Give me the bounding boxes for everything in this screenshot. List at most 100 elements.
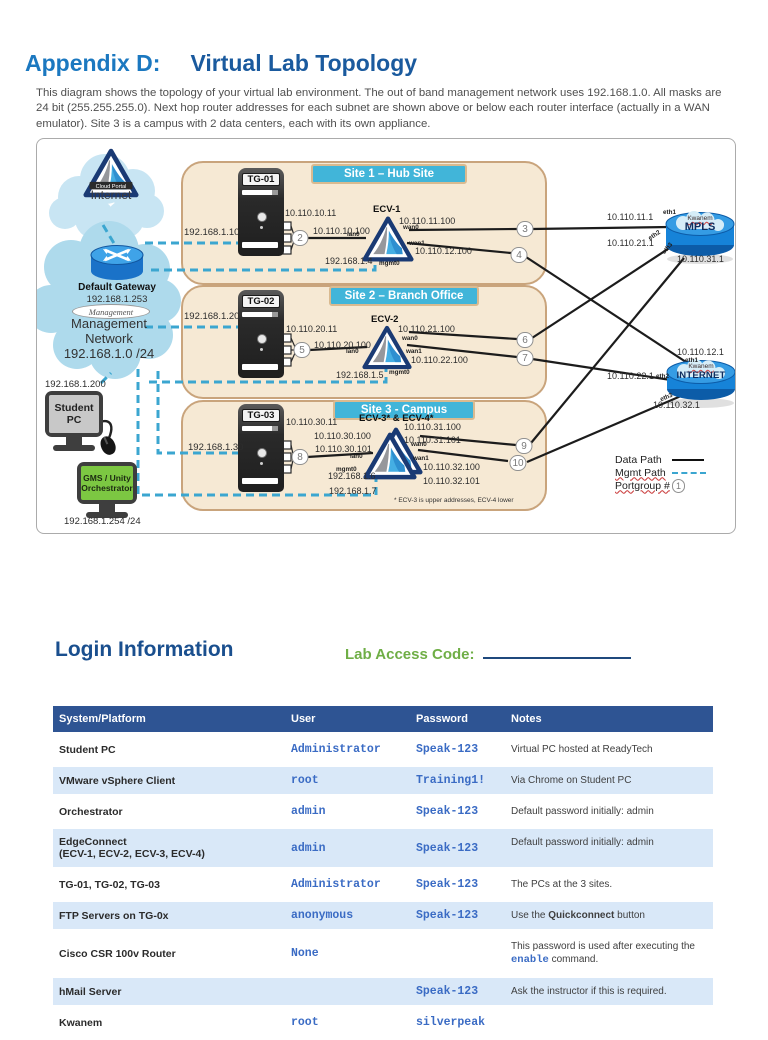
cell-notes — [505, 1009, 713, 1036]
cell-user: None — [291, 947, 319, 960]
cell-notes: This password is used after executing th… — [511, 941, 695, 966]
diagram-label: 192.168.1.6 — [328, 471, 376, 481]
management-oval-tag: Management — [72, 304, 150, 319]
data-path-line-sample — [672, 458, 704, 461]
site1-badge: Site 1 – Hub Site — [311, 164, 467, 184]
cell-user: root — [291, 1016, 319, 1029]
diagram-label: 192.168.1.200 — [45, 379, 106, 390]
diagram-label: 10.110.11.1 — [607, 212, 654, 222]
tg02-label: TG-02 — [242, 295, 280, 308]
diagram-label: 10.110.30.11 — [286, 417, 338, 427]
student-pc-label1: Student — [54, 402, 94, 414]
mpls-cloud: Kwanem MPLS — [667, 215, 733, 233]
table-row: EdgeConnect(ECV-1, ECV-2, ECV-3, ECV-4) a… — [53, 829, 713, 867]
diagram-label: 10.110.12.100 — [415, 246, 472, 256]
diagram-label: 192.168.1.5 — [336, 370, 384, 380]
drive-slot — [242, 426, 278, 431]
portgroup-circle-sample: 1 — [672, 478, 685, 493]
led-dot — [260, 226, 263, 229]
cell-notes: The PCs at the 3 sites. — [511, 879, 613, 890]
cell-system: Student PC — [59, 743, 116, 756]
portgroup-circle-3: 3 — [516, 221, 534, 237]
drive-slot — [242, 312, 278, 317]
portgroup-circle-6: 6 — [516, 332, 534, 348]
table-header-row: System/Platform User Password Notes — [53, 706, 713, 732]
diagram-label: 192.168.1.7 — [329, 486, 377, 496]
cell-password: Speak-123 — [416, 909, 479, 922]
diagram-label: 10.110.11.100 — [399, 216, 456, 226]
diagram-label: 10.110.20.11 — [286, 324, 338, 334]
legend-mgmt-path-label: Mgmt Path — [615, 466, 666, 479]
orchestrator-label2: Orchestrator — [81, 483, 133, 493]
power-led — [257, 212, 267, 222]
cell-password: Speak-123 — [416, 841, 479, 855]
cell-system: hMail Server — [59, 985, 122, 998]
cell-password: Speak-123 — [416, 743, 479, 756]
cell-user: admin — [291, 841, 326, 855]
cell-user: Administrator — [291, 743, 381, 756]
diagram-label: 192.168.1.30 — [188, 442, 244, 453]
cell-system: EdgeConnect(ECV-1, ECV-2, ECV-3, ECV-4) — [59, 836, 205, 860]
tg01-label: TG-01 — [242, 173, 280, 186]
led-dot — [260, 348, 263, 351]
intro-paragraph: This diagram shows the topology of your … — [36, 87, 722, 130]
cell-user: root — [291, 774, 319, 787]
diagram-label: 10.110.30.101 — [315, 444, 372, 454]
diagram-label: 10.110.30.100 — [314, 431, 371, 441]
cell-notes: Use the Quickconnect button — [511, 910, 645, 921]
portgroup-circle-9: 9 — [515, 438, 533, 454]
mgmt-path-line-sample — [672, 471, 706, 474]
monitor-stand — [66, 437, 82, 445]
student-pc-label2: PC — [66, 414, 82, 426]
diagram-label: wan1 — [413, 455, 429, 462]
cell-password: Speak-123 — [416, 985, 479, 998]
table-row: VMware vSphere Client root Training1! Via C… — [53, 767, 713, 794]
internet-wan-cloud: Kwanem INTERNET — [667, 363, 735, 381]
diagram-label: wan1 — [406, 348, 422, 355]
internet-label: INTERNET — [676, 370, 726, 381]
orchestrator: GMS / Unity Orchestrator — [77, 462, 137, 518]
login-section-heading: Login Information — [55, 638, 234, 661]
power-led — [257, 334, 267, 344]
site2-badge: Site 2 – Branch Office — [329, 286, 479, 306]
diagram-label: ECV-1 — [373, 204, 401, 215]
diagram-label: 192.168.1.10 — [184, 227, 240, 238]
lab-access-code-label: Lab Access Code: — [345, 646, 475, 663]
internet-brand: Kwanem — [688, 363, 714, 370]
title-main: Virtual Lab Topology — [190, 50, 418, 76]
col-header-notes: Notes — [511, 713, 542, 725]
diagram-label: eth2 — [656, 373, 669, 380]
cell-password: Training1! — [416, 774, 486, 787]
diagram-label: mgmt0 — [389, 369, 410, 376]
diagram-label: ECV-3* & ECV-4* — [359, 413, 434, 424]
table-row: Student PC Administrator Speak-123 Virtual … — [53, 736, 713, 763]
diagram-label: 192.168.1.4 — [325, 256, 373, 266]
mpls-brand: Kwanem — [687, 215, 713, 222]
cell-notes: Virtual PC hosted at ReadyTech — [511, 744, 653, 755]
portgroup-circle-10: 10 — [509, 455, 527, 471]
cloud-portal-label: Cloud Portal — [96, 184, 127, 190]
cell-password: Speak-123 — [416, 878, 479, 891]
cell-notes: Via Chrome on Student PC — [511, 775, 632, 786]
diagram-label: mgmt0 — [379, 260, 400, 267]
cell-password: silverpeak — [416, 1016, 486, 1029]
diagram-label: 10.110.32.101 — [423, 476, 480, 486]
diagram-label: 10.110.10.11 — [285, 208, 337, 218]
student-pc: Student PC — [45, 391, 103, 451]
diagram-label: 10.110.32.1 — [653, 400, 700, 410]
lab-access-code-blank[interactable] — [482, 644, 631, 659]
mpls-disk-shape — [665, 211, 735, 264]
diagram-label: 10.110.21.100 — [398, 324, 455, 334]
mpls-label: MPLS — [684, 221, 716, 233]
cell-notes: Default password initially: admin — [511, 806, 654, 817]
cell-system: VMware vSphere Client — [59, 774, 176, 787]
lab-access-code: Lab Access Code: — [345, 644, 631, 663]
portgroup-circle-8: 8 — [291, 449, 309, 465]
diagram-label: Internet — [90, 188, 132, 202]
diagram-label: * ECV-3 is upper addresses, ECV-4 lower — [394, 497, 514, 504]
tg01-server: TG-01 — [238, 168, 284, 256]
